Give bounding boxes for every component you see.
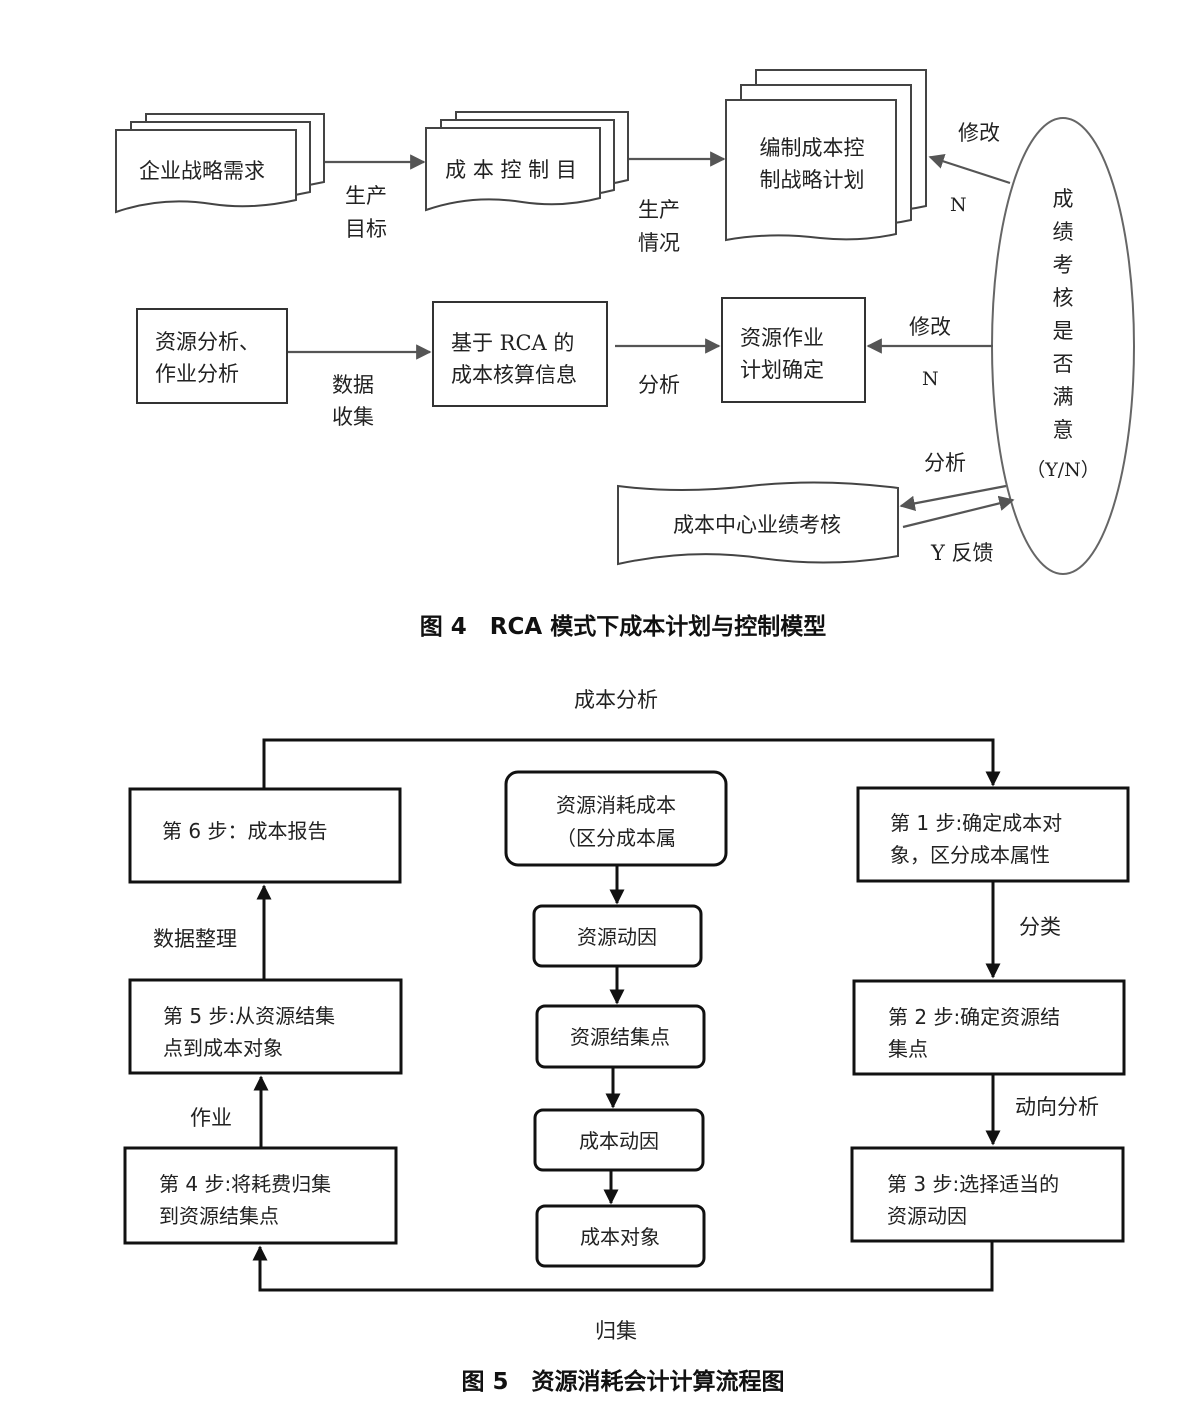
label-analysis-bottom: 分析 (924, 451, 966, 475)
step5-line2: 点到成本对象 (163, 1036, 283, 1060)
step2-line2: 集点 (888, 1037, 928, 1061)
resource-plan-line1: 资源作业 (740, 326, 824, 350)
arrow-review-to-ellipse (902, 495, 1015, 529)
strategy-demand-label: 企业战略需求 (139, 159, 265, 183)
box-step4: 第 4 步:将耗费归集 到资源结集点 (123, 1146, 398, 1245)
box-rca-info: 基于 RCA 的 成本核算信息 (432, 301, 608, 407)
box-resource-consumption-cost: 资源消耗成本 （区分成本属 (504, 770, 728, 867)
step3-line1: 第 3 步:选择适当的 (887, 1172, 1059, 1196)
label-production-status-1: 生产 (638, 198, 680, 222)
ellipse-char-0: 成 (1053, 187, 1074, 211)
box-step6: 第 6 步：成本报告 (128, 787, 402, 884)
figure5-caption: 图 5 资源消耗会计计算流程图 (461, 1368, 784, 1395)
loop-bottom-connector (252, 1242, 994, 1292)
resource-analysis-line2: 作业分析 (155, 362, 239, 386)
bottom-label: 归集 (595, 1319, 637, 1343)
label-data-collect-2: 收集 (332, 405, 374, 429)
label-activity: 作业 (190, 1106, 232, 1130)
center-resource-pool-label: 资源结集点 (570, 1025, 670, 1049)
label-analysis-mid: 分析 (638, 373, 680, 397)
figure-4: 企业战略需求 成 本 控 制 目 编制成本控 制战略计划 资源分析、 作业分析 … (115, 69, 1135, 640)
center-top-line1: 资源消耗成本 (556, 793, 676, 817)
step5-line1: 第 5 步:从资源结集 (163, 1004, 335, 1028)
resource-analysis-line1: 资源分析、 (155, 330, 260, 354)
label-modify-mid: 修改 (909, 315, 951, 339)
label-production-status-2: 情况 (638, 231, 680, 255)
box-center-resource-pool: 资源结集点 (535, 1004, 706, 1069)
performance-review-label: 成本中心业绩考核 (673, 513, 841, 537)
label-trend-analysis: 动向分析 (1015, 1095, 1099, 1119)
box-resource-plan: 资源作业 计划确定 (721, 297, 866, 403)
label-production-target-1: 生产 (345, 184, 387, 208)
step6-label: 第 6 步：成本报告 (162, 819, 327, 843)
label-n-top: N (950, 194, 967, 216)
ellipse-yn: （Y/N） (1026, 459, 1100, 481)
rca-info-line1: 基于 RCA 的 (451, 331, 574, 355)
label-modify-top: 修改 (958, 121, 1000, 145)
box-step3: 第 3 步:选择适当的 资源动因 (850, 1146, 1125, 1243)
label-production-target-2: 目标 (345, 217, 387, 241)
center-cost-driver-label: 成本动因 (579, 1129, 659, 1153)
step4-line1: 第 4 步:将耗费归集 (159, 1172, 331, 1196)
step1-line2: 象，区分成本属性 (890, 843, 1050, 867)
loop-top-connector (262, 738, 1001, 788)
ellipse-char-3: 核 (1053, 286, 1074, 310)
label-data-arrange: 数据整理 (153, 927, 237, 951)
box-step1: 第 1 步:确定成本对 象，区分成本属性 (856, 786, 1130, 883)
arrow-ellipse-to-review (899, 484, 1007, 511)
doc-cost-control-target: 成 本 控 制 目 (425, 111, 629, 212)
ellipse-char-4: 是 (1053, 319, 1074, 343)
top-label: 成本分析 (574, 688, 658, 712)
plan-label-line1: 编制成本控 (760, 136, 865, 160)
doc-strategy-demand: 企业战略需求 (115, 113, 325, 214)
center-cost-object-label: 成本对象 (580, 1225, 660, 1249)
box-center-resource-driver: 资源动因 (532, 904, 703, 968)
label-data-collect-1: 数据 (332, 373, 374, 397)
plan-label-line2: 制战略计划 (760, 168, 865, 192)
center-resource-driver-label: 资源动因 (577, 925, 657, 949)
rca-info-line2: 成本核算信息 (451, 363, 577, 387)
resource-plan-line2: 计划确定 (740, 358, 824, 382)
step4-line2: 到资源结集点 (159, 1204, 279, 1228)
label-classify: 分类 (1019, 915, 1061, 939)
ellipse-char-5: 否 (1053, 352, 1074, 376)
doc-strategic-plan: 编制成本控 制战略计划 (725, 69, 927, 242)
ellipse-char-2: 考 (1053, 253, 1074, 277)
tape-performance-review: 成本中心业绩考核 (617, 481, 899, 566)
ellipse-char-6: 满 (1053, 385, 1074, 409)
box-center-cost-driver: 成本动因 (533, 1108, 705, 1172)
ellipse-char-7: 意 (1053, 418, 1074, 442)
step2-line1: 第 2 步:确定资源结 (888, 1005, 1060, 1029)
center-top-line2: （区分成本属 (556, 826, 676, 850)
box-resource-analysis: 资源分析、 作业分析 (136, 308, 288, 404)
step3-line2: 资源动因 (887, 1204, 967, 1228)
arrow-ellipse-to-plan (928, 153, 1011, 185)
figure4-caption: 图 4 RCA 模式下成本计划与控制模型 (420, 613, 826, 640)
label-y-feedback: Y 反馈 (930, 541, 994, 565)
box-step2: 第 2 步:确定资源结 集点 (852, 979, 1126, 1076)
figure-5: 成本分析 第 6 步：成本报告 第 5 步:从资源结集 点到成本对象 第 4 步… (123, 688, 1130, 1395)
box-step5: 第 5 步:从资源结集 点到成本对象 (128, 978, 403, 1075)
step1-line1: 第 1 步:确定成本对 (890, 811, 1062, 835)
cost-control-target-label: 成 本 控 制 目 (445, 158, 577, 182)
box-center-cost-object: 成本对象 (535, 1204, 706, 1268)
label-n-mid: N (922, 368, 939, 390)
ellipse-char-1: 绩 (1053, 220, 1074, 244)
ellipse-satisfaction: 成 绩 考 核 是 否 满 意 （Y/N） (991, 117, 1135, 575)
